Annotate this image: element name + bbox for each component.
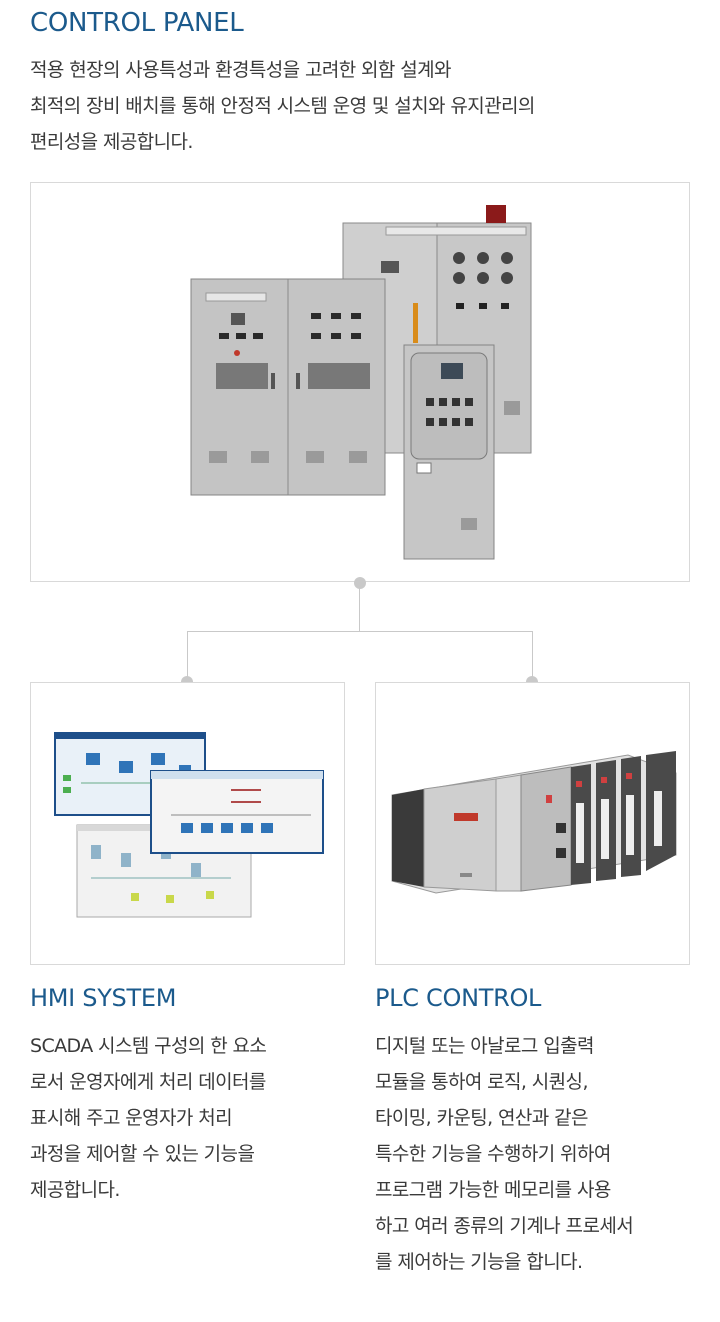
control-panel-description: 적용 현장의 사용특성과 환경특성을 고려한 외함 설계와 최적의 장비 배치를…: [30, 52, 535, 160]
desc-line: 프로그램 가능한 메모리를 사용: [375, 1179, 611, 1201]
hmi-screen-2: [150, 770, 324, 854]
desc-line: 타이밍, 카운팅, 연산과 같은: [375, 1107, 588, 1129]
hmi-description: SCADA 시스템 구성의 한 요소 로서 운영자에게 처리 데이터를 표시해 …: [30, 1028, 267, 1208]
desc-line: SCADA 시스템 구성의 한 요소: [30, 1035, 267, 1057]
plc-modules-image: [391, 751, 677, 894]
desc-line: 하고 여러 종류의 기계나 프로세서: [375, 1215, 634, 1237]
control-panel-cabinets-image: [190, 205, 532, 560]
control-panel-title: CONTROL PANEL: [30, 8, 244, 38]
front-cabinet: [403, 344, 495, 560]
desc-line: 모듈을 통하여 로직, 시퀀싱,: [375, 1071, 588, 1093]
plc-description: 디지털 또는 아날로그 입출력 모듈을 통하여 로직, 시퀀싱, 타이밍, 카운…: [375, 1028, 634, 1280]
connector-vertical-main: [359, 583, 360, 631]
desc-line: 적용 현장의 사용특성과 환경특성을 고려한 외함 설계와: [30, 59, 451, 81]
control-panel-image-box: [30, 182, 690, 582]
desc-line: 과정을 제어할 수 있는 기능을: [30, 1143, 255, 1165]
plc-title: PLC CONTROL: [375, 984, 542, 1012]
desc-line: 제공합니다.: [30, 1179, 120, 1201]
desc-line: 특수한 기능을 수행하기 위하여: [375, 1143, 611, 1165]
plc-image-box: [375, 682, 690, 965]
desc-line: 디지털 또는 아날로그 입출력: [375, 1035, 594, 1057]
hmi-screens-image: [54, 732, 324, 918]
desc-line: 로서 운영자에게 처리 데이터를: [30, 1071, 266, 1093]
desc-line: 를 제어하는 기능을 합니다.: [375, 1251, 583, 1273]
connector-horizontal: [187, 631, 533, 632]
desc-line: 편리성을 제공합니다.: [30, 131, 193, 153]
hmi-image-box: [30, 682, 345, 965]
desc-line: 최적의 장비 배치를 통해 안정적 시스템 운영 및 설치와 유지관리의: [30, 95, 535, 117]
connector-vertical-right: [532, 631, 533, 681]
connector-dot-top: [354, 577, 366, 589]
hmi-title: HMI SYSTEM: [30, 984, 177, 1012]
connector-vertical-left: [187, 631, 188, 681]
desc-line: 표시해 주고 운영자가 처리: [30, 1107, 233, 1129]
left-cabinet: [190, 278, 386, 496]
